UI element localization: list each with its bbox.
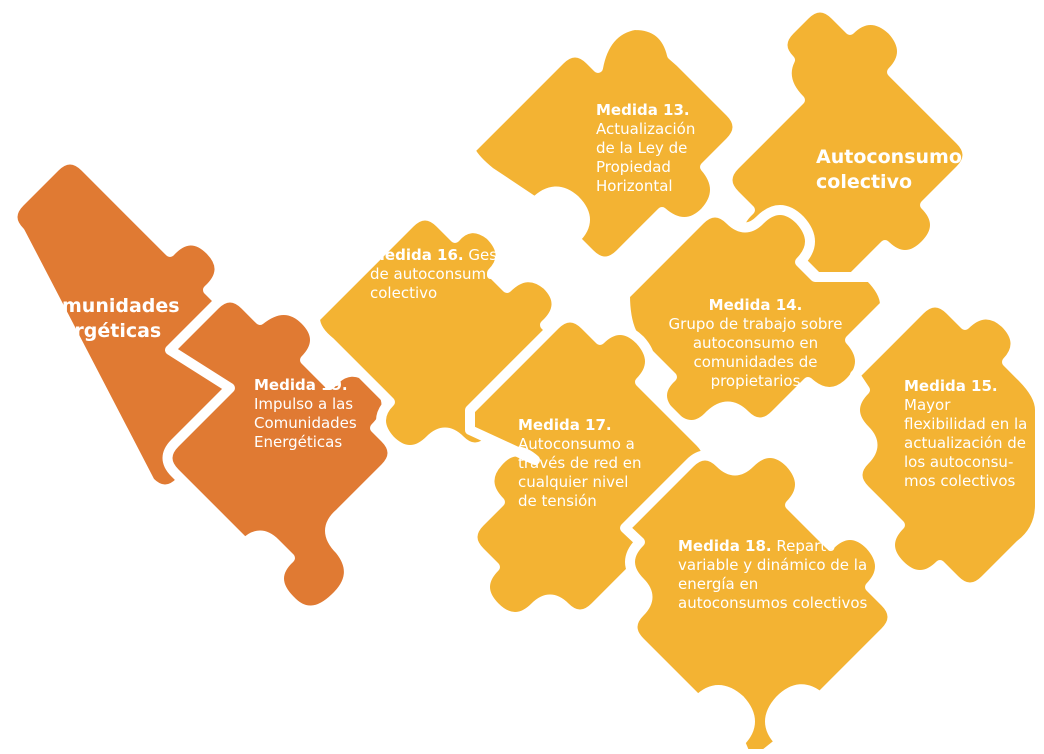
- piece-medida-19: [162, 292, 398, 616]
- label-medida-15: Medida 15. Mayor flexibilidad en la actu…: [904, 377, 1029, 491]
- piece-medida-18: [620, 448, 898, 754]
- label-medida-13: Medida 13. Actualización de la Ley de Pr…: [596, 101, 711, 196]
- label-medida-19: Medida 19. Impulso a las Comunidades Ene…: [254, 376, 384, 452]
- medida-14-number: Medida 14.: [708, 296, 803, 314]
- medida-16-number: Medida 16.: [370, 246, 464, 264]
- medida-13-text: Actualización de la Ley de Propiedad Hor…: [596, 120, 696, 195]
- label-medida-16: Medida 16. Gestor de autoconsumo colecti…: [370, 246, 530, 303]
- medida-19-text: Impulso a las Comunidades Energéticas: [254, 395, 357, 451]
- medida-13-number: Medida 13.: [596, 101, 690, 119]
- medida-17-text: Autoconsumo a través de red en cualquier…: [518, 435, 642, 510]
- medida-18-number: Medida 18.: [678, 537, 772, 555]
- medida-17-number: Medida 17.: [518, 416, 612, 434]
- medida-15-text: Mayor flexibilidad en la actualización d…: [904, 396, 1028, 490]
- label-medida-14: Medida 14. Grupo de trabajo sobre autoco…: [668, 296, 843, 391]
- label-medida-17: Medida 17. Autoconsumo a través de red e…: [518, 416, 648, 511]
- label-medida-18: Medida 18. Reparto variable y dinámico d…: [678, 537, 868, 613]
- group-title-comunidades: Comunidades Energéticas: [35, 295, 180, 342]
- medida-18-text: Reparto variable y dinámico de la energí…: [678, 537, 868, 612]
- medida-15-number: Medida 15.: [904, 377, 998, 395]
- piece-medida-15: [850, 297, 1044, 593]
- medida-14-text: Grupo de trabajo sobre autoconsumo en co…: [668, 315, 843, 390]
- medida-16-text: Gestor de autoconsumo colectivo: [370, 246, 519, 302]
- medida-19-number: Medida 19.: [254, 376, 348, 394]
- group-title-autoconsumo: Autoconsumo colectivo: [816, 146, 962, 193]
